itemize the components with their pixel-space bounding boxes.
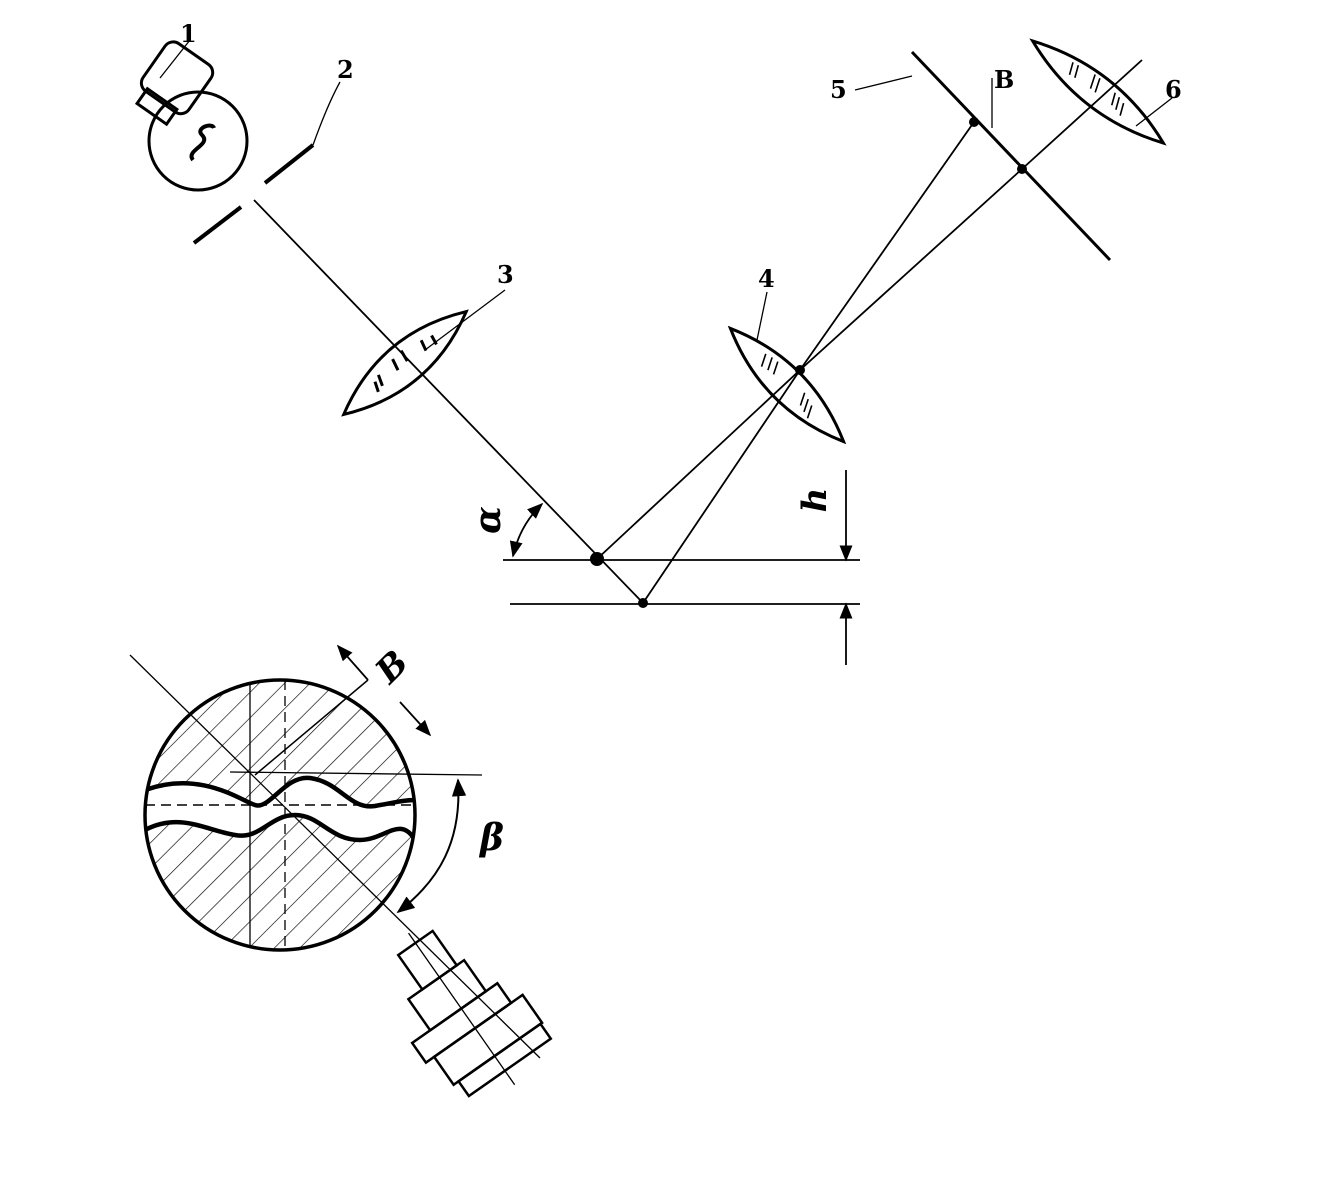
ray-points [590, 117, 1027, 608]
label-rotation-angle: β [478, 817, 504, 859]
image-plane: 5 B [830, 50, 1112, 262]
incidence-angle: α [467, 502, 544, 558]
incident-ray [253, 199, 644, 604]
light-bulb-icon [134, 40, 249, 192]
label-image-plane: 5 [830, 75, 847, 104]
lamp: 1 [134, 19, 249, 192]
label-condenser: 3 [497, 260, 514, 289]
eyepiece-axis [1021, 59, 1143, 170]
label-image-point: B [994, 65, 1014, 94]
surfaces: h [503, 470, 860, 665]
field-of-view: B β [129, 643, 541, 1059]
label-step-height: h [795, 488, 835, 513]
label-slit: 2 [337, 55, 354, 84]
label-incidence-angle: α [467, 506, 509, 534]
reflected-ray-upper [596, 369, 801, 560]
label-lamp: 1 [180, 19, 197, 48]
objective-lens: 4 [727, 264, 847, 445]
micrometer-screw-icon [396, 929, 553, 1098]
label-objective: 4 [758, 264, 775, 293]
image-ray-b [799, 121, 975, 371]
eyepiece-lens: 6 [1029, 38, 1182, 146]
image-ray-axis [799, 168, 1023, 371]
reflected-ray-lower [642, 369, 801, 604]
label-eyepiece: 6 [1165, 75, 1182, 104]
condenser-lens: 3 [341, 260, 514, 417]
label-width: B [367, 643, 416, 692]
slit: 2 [192, 55, 354, 245]
ray-paths [253, 59, 1143, 604]
